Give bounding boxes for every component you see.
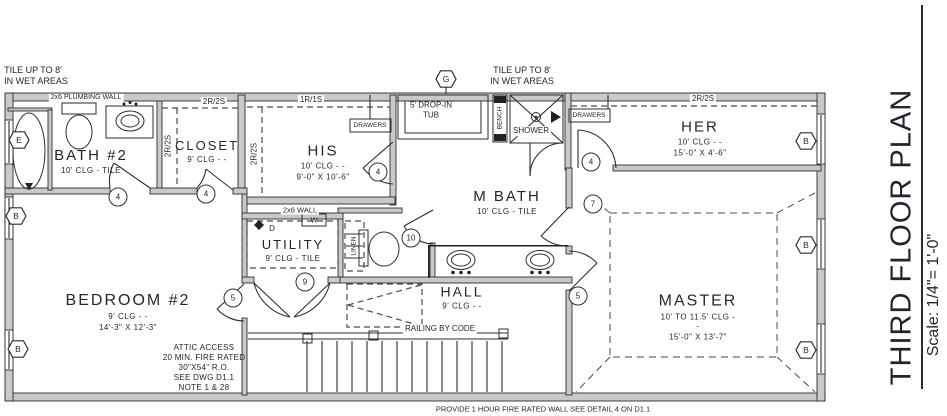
stairwell bbox=[346, 283, 423, 328]
label-shower: SHOWER bbox=[511, 126, 551, 136]
sheet-scale: Scale: 1/4"= 1'-0" bbox=[925, 233, 942, 357]
note-tile-wet-left: TILE UP TO 8'IN WET AREAS bbox=[4, 65, 68, 86]
shelf-label-her-top: 2R/2S bbox=[689, 94, 717, 104]
label-drawers-his: DRAWERS bbox=[353, 121, 387, 129]
room-label-master: MASTER 10' TO 11.5' CLG - - 15'-0" X 13'… bbox=[658, 292, 738, 342]
room-label-his: HIS 10' CLG - - 9'-0" X 10'-6" bbox=[296, 142, 350, 182]
water-closet bbox=[344, 220, 400, 272]
room-label-bedroom2: BEDROOM #2 9' CLG - - 14'-3" X 12'-3" bbox=[65, 292, 191, 332]
room-label-mbath: M BATH 10' CLG - TILE bbox=[473, 188, 541, 216]
sheet-title: THIRD FLOOR PLAN bbox=[885, 88, 918, 386]
door-marker-5: 5 bbox=[223, 288, 243, 308]
door-marker-5: 5 bbox=[568, 286, 588, 306]
label-dryer: D bbox=[269, 224, 275, 234]
shower-and-bench bbox=[492, 94, 564, 144]
keynote-marker-g-icon: G bbox=[435, 70, 457, 88]
label-bench: BENCH bbox=[496, 106, 504, 130]
note-plumbing-wall: 2x6 PLUMBING WALL bbox=[48, 93, 124, 103]
door-marker-9: 9 bbox=[295, 272, 315, 292]
stairs bbox=[248, 328, 509, 392]
note-railing: RAILING BY CODE bbox=[402, 324, 478, 334]
window-marker-b-icon: B bbox=[795, 132, 817, 150]
note-tile-wet-top: TILE UP TO 8'IN WET AREAS bbox=[490, 65, 554, 86]
mbath-vanity bbox=[428, 245, 568, 278]
door-marker-4: 4 bbox=[196, 184, 216, 204]
shelf-label-closet-top: 2R/2S bbox=[200, 97, 228, 107]
room-label-her: HER 10' CLG - - 15'-0" X 4'-6" bbox=[673, 118, 727, 158]
window-marker-b-icon: B bbox=[5, 207, 27, 225]
note-attic-access: ATTIC ACCESS 20 MIN. FIRE RATED 30"X54" … bbox=[162, 343, 246, 392]
note-2x6-wall: 2x6 WALL bbox=[280, 205, 320, 215]
shelf-label-his-top: 1R/1S bbox=[297, 95, 325, 105]
window-marker-b-icon: B bbox=[795, 341, 817, 359]
window-marker-e-icon: E bbox=[8, 131, 30, 149]
door-marker-4: 4 bbox=[368, 162, 388, 182]
door-marker-7: 7 bbox=[583, 194, 603, 214]
door-marker-4: 4 bbox=[108, 187, 128, 207]
room-label-utility: UTILITY 9' CLG - TILE bbox=[261, 237, 325, 263]
label-drawers-her: DRAWERS bbox=[572, 111, 606, 119]
sheet-title-underline bbox=[921, 5, 923, 389]
shelf-label-his-left: 2R/2S bbox=[249, 142, 259, 166]
shelf-label-closet-left: 2R/2S bbox=[163, 134, 173, 158]
label-linen: LINEN bbox=[350, 236, 358, 256]
room-label-hall: HALL 9' CLG - - bbox=[440, 283, 484, 311]
label-washer: W bbox=[310, 215, 318, 225]
note-fire-rated-wall: PROVIDE 1 HOUR FIRE RATED WALL SEE DETAI… bbox=[435, 404, 651, 414]
window-marker-b-icon: B bbox=[7, 340, 29, 358]
room-label-bath2: BATH #2 10' CLG - TILE bbox=[54, 147, 128, 175]
window-marker-b-icon: B bbox=[795, 236, 817, 254]
door-marker-10: 10 bbox=[401, 228, 421, 248]
bath2-fixtures bbox=[12, 101, 154, 190]
door-marker-4: 4 bbox=[581, 152, 601, 172]
dropin-tub bbox=[397, 94, 489, 140]
drawers-units bbox=[349, 95, 611, 133]
interior-walls bbox=[4, 92, 822, 396]
closet-shelf-lines bbox=[162, 105, 817, 195]
room-label-closet: CLOSET 9' CLG - - bbox=[174, 138, 240, 164]
